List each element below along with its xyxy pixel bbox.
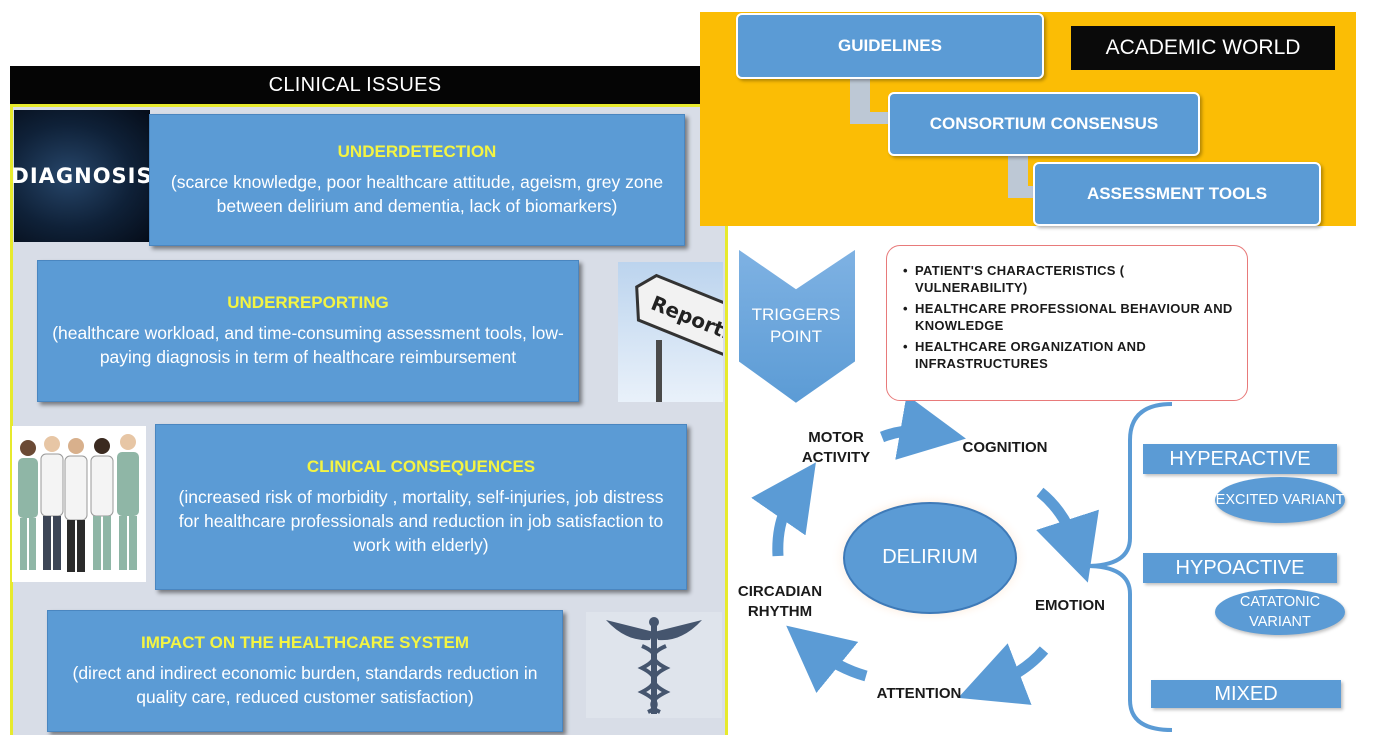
diagnosis-image: DIAGNOSIS (11, 110, 153, 242)
trigger-factor-professional: HEALTHCARE PROFESSIONAL BEHAVIOUR AND KN… (903, 300, 1239, 334)
connector (1008, 186, 1036, 198)
connector (850, 112, 890, 124)
guidelines-box: GUIDELINES (736, 13, 1044, 79)
clinical-consequences-description: (increased risk of morbidity , mortality… (178, 487, 664, 555)
trigger-factor-organization: HEALTHCARE ORGANIZATION AND INFRASTRUCTU… (903, 338, 1239, 372)
delirium-ellipse (843, 502, 1017, 614)
mixed-box: MIXED (1151, 680, 1341, 708)
healthcare-impact-title: IMPACT ON THE HEALTHCARE SYSTEM (140, 633, 470, 652)
hyperactive-box: HYPERACTIVE (1143, 444, 1337, 474)
mixed-label: MIXED (1214, 682, 1278, 705)
triggers-point-label: TRIGGERS POINT (751, 305, 841, 346)
catatonic-variant-ellipse: CATATONIC VARIANT (1215, 589, 1345, 635)
guidelines-label: GUIDELINES (838, 36, 942, 55)
underreporting-description: (healthcare workload, and time-consuming… (52, 323, 564, 367)
catatonic-variant-label: CATATONIC VARIANT (1239, 594, 1321, 630)
chevron-down-icon (737, 246, 857, 406)
circadian-rhythm-label: CIRCADIAN RHYTHM (737, 583, 823, 620)
excited-variant-label: EXCITED VARIANT (1215, 492, 1345, 508)
emotion-label: EMOTION (1035, 597, 1105, 614)
cycle-arrow-icon (879, 394, 966, 460)
healthcare-impact-description: (direct and indirect economic burden, st… (72, 663, 538, 707)
curly-brace-icon (1085, 402, 1173, 732)
excited-variant-ellipse: EXCITED VARIANT (1215, 477, 1345, 523)
reporting-sign-image: Reporting (618, 262, 723, 402)
underdetection-title: UNDERDETECTION (337, 142, 497, 161)
underdetection-box: UNDERDETECTION (scarce knowledge, poor h… (149, 114, 685, 246)
assessment-tools-box: ASSESSMENT TOOLS (1033, 162, 1321, 226)
cycle-arrow-icon (958, 643, 1049, 705)
hyperactive-label: HYPERACTIVE (1169, 447, 1311, 470)
attention-label: ATTENTION (876, 685, 962, 702)
underdetection-description: (scarce knowledge, poor healthcare attit… (170, 172, 664, 216)
hypoactive-label: HYPOACTIVE (1175, 556, 1305, 579)
consortium-consensus-label: CONSORTIUM CONSENSUS (929, 114, 1159, 133)
cycle-arrow-icon (786, 625, 868, 693)
healthcare-impact-box: IMPACT ON THE HEALTHCARE SYSTEM (direct … (47, 610, 563, 732)
cycle-arrow-icon (1036, 487, 1099, 583)
clinical-consequences-title: CLINICAL CONSEQUENCES (306, 457, 536, 476)
motor-activity-label: MOTOR ACTIVITY (801, 429, 871, 466)
underreporting-box: UNDERREPORTING (healthcare workload, and… (37, 260, 579, 402)
hypoactive-box: HYPOACTIVE (1143, 553, 1337, 583)
clinical-consequences-box: CLINICAL CONSEQUENCES (increased risk of… (155, 424, 687, 590)
caduceus-icon (586, 612, 722, 718)
cognition-label: COGNITION (962, 439, 1048, 456)
cycle-arrow-icon (751, 462, 816, 557)
assessment-tools-label: ASSESSMENT TOOLS (1086, 184, 1268, 203)
trigger-factors-box: PATIENT'S CHARACTERISTICS ( VULNERABILIT… (886, 245, 1248, 401)
healthcare-staff-image (12, 426, 146, 582)
diagnosis-image-text: DIAGNOSIS (11, 164, 153, 188)
clinical-issues-header: CLINICAL ISSUES (10, 66, 700, 104)
connector (850, 78, 870, 120)
underreporting-title: UNDERREPORTING (227, 293, 389, 312)
delirium-label: DELIRIUM (882, 546, 978, 568)
trigger-factor-patient: PATIENT'S CHARACTERISTICS ( VULNERABILIT… (903, 262, 1239, 296)
consortium-consensus-box: CONSORTIUM CONSENSUS (888, 92, 1200, 156)
academic-world-label: ACADEMIC WORLD (1071, 26, 1335, 70)
